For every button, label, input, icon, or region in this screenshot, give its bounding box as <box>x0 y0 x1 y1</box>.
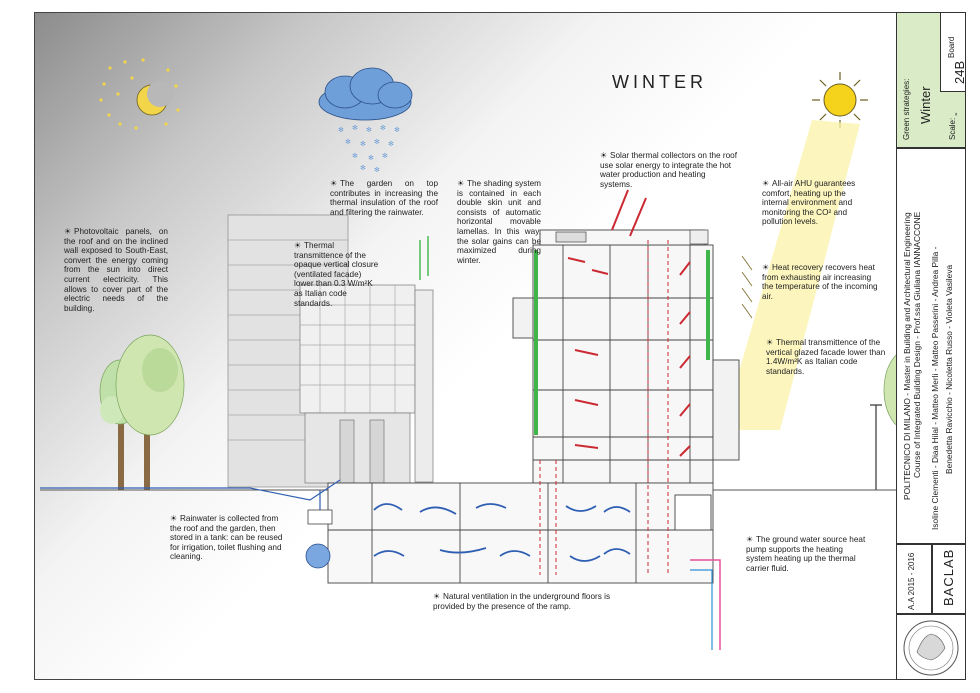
heating-pipes <box>539 240 669 575</box>
sun-small-icon: ☀ <box>457 179 465 188</box>
titleblock-lab <box>932 544 966 614</box>
page-title: WINTER <box>612 72 707 92</box>
sun-small-icon: ☀ <box>330 179 338 188</box>
ventilation-arrows <box>373 503 631 562</box>
titleblock-info <box>896 148 966 544</box>
ground-water-pipe-2 <box>690 569 713 650</box>
street-lamp <box>870 404 882 490</box>
green-facade-left <box>534 250 538 435</box>
hot-air-arrows <box>567 189 691 457</box>
svg-text:✻: ✻ <box>388 140 394 148</box>
ahu-unit <box>689 229 709 245</box>
lab-name: BACLAB <box>941 548 956 606</box>
svg-text:✻: ✻ <box>360 164 366 172</box>
svg-text:✻: ✻ <box>380 124 386 132</box>
sun-small-icon: ☀ <box>294 241 302 250</box>
sun-small-icon: ☀ <box>746 535 754 544</box>
note-ahu: ☀All-air AHU guarantees comfort, heating… <box>762 179 856 227</box>
board-label: Board <box>947 36 956 58</box>
polimi-seal-icon <box>903 620 959 676</box>
svg-text:✻: ✻ <box>394 126 400 134</box>
board-value: 24B <box>952 60 967 84</box>
sun-icon <box>812 72 868 128</box>
underground-floors <box>327 482 714 584</box>
green-facade-right <box>706 250 710 360</box>
strategies-label: Green strategies: <box>902 78 911 140</box>
ventilated-facade-block <box>299 284 434 484</box>
main-building <box>512 229 740 484</box>
rainwater-filter <box>307 509 333 525</box>
academic-year: A.A 2015 - 2016 <box>907 552 916 610</box>
course-text: Course of Integrated Building Design - P… <box>912 211 922 478</box>
svg-text:✻: ✻ <box>382 152 388 160</box>
sun-small-icon: ☀ <box>762 263 770 272</box>
svg-text:✻: ✻ <box>338 126 344 134</box>
sun-small-icon: ☀ <box>170 514 178 523</box>
authors-line-1: Isoline Clementi - Diaa Hilal - Matteo M… <box>930 246 940 530</box>
note-rainwater: ☀Rainwater is collected from the roof an… <box>170 514 283 562</box>
svg-text:✻: ✻ <box>352 152 358 160</box>
ground-water-pipe <box>690 559 721 650</box>
sun-small-icon: ☀ <box>762 179 770 188</box>
stars-icon <box>99 58 180 130</box>
solar-thermal-collectors <box>555 231 587 243</box>
svg-text:✻: ✻ <box>345 138 351 146</box>
note-thermal-opaque: ☀Thermal transmittence of the opaque ver… <box>294 241 379 308</box>
sun-small-icon: ☀ <box>433 592 441 601</box>
sun-small-icon: ☀ <box>600 151 608 160</box>
scale-label: Scale: <box>948 117 957 140</box>
svg-text:✻: ✻ <box>374 166 380 174</box>
scale-value: - <box>950 112 962 116</box>
strategies-value: Winter <box>918 86 933 124</box>
note-photovoltaic: ☀Photovoltaic panels, on the roof and on… <box>64 227 168 313</box>
titleblock-year <box>896 544 932 614</box>
titleblock-board <box>940 12 966 92</box>
svg-text:✻: ✻ <box>368 154 374 162</box>
sun-small-icon: ☀ <box>766 338 774 347</box>
note-thermal-glazed: ☀Thermal transmittence of the vertical g… <box>766 338 886 376</box>
inclined-pv-lines <box>741 255 753 319</box>
tree-center <box>115 334 185 490</box>
snowflakes-icon: ✻✻✻✻✻ ✻✻✻✻ ✻✻✻ ✻✻ <box>338 124 400 174</box>
note-ground-water: ☀The ground water source heat pump suppo… <box>746 535 866 573</box>
authors-line-2: Benedetta Ravicchio - Nicoletta Russo - … <box>944 264 954 474</box>
note-shading: ☀The shading system is contained in each… <box>457 179 541 265</box>
svg-text:✻: ✻ <box>360 140 366 148</box>
moon-icon <box>136 81 173 116</box>
note-heat-recovery: ☀Heat recovery recovers heat from exhaus… <box>762 263 878 301</box>
svg-text:✻: ✻ <box>374 138 380 146</box>
institution-text: POLITECNICO DI MILANO - Master in Buildi… <box>902 212 912 500</box>
cloud-icon <box>318 67 413 121</box>
rainwater-tank <box>305 543 331 569</box>
note-garden: ☀The garden on top contributes in increa… <box>330 179 438 217</box>
svg-text:✻: ✻ <box>352 124 358 132</box>
sun-beam <box>722 120 860 430</box>
note-solar-thermal: ☀Solar thermal collectors on the roof us… <box>600 151 737 189</box>
garden-rain-arrows <box>419 236 429 280</box>
sun-small-icon: ☀ <box>64 227 72 236</box>
svg-text:✻: ✻ <box>366 126 372 134</box>
rainwater-pipe <box>40 479 341 501</box>
note-natural-ventilation: ☀Natural ventilation in the underground … <box>433 592 611 611</box>
